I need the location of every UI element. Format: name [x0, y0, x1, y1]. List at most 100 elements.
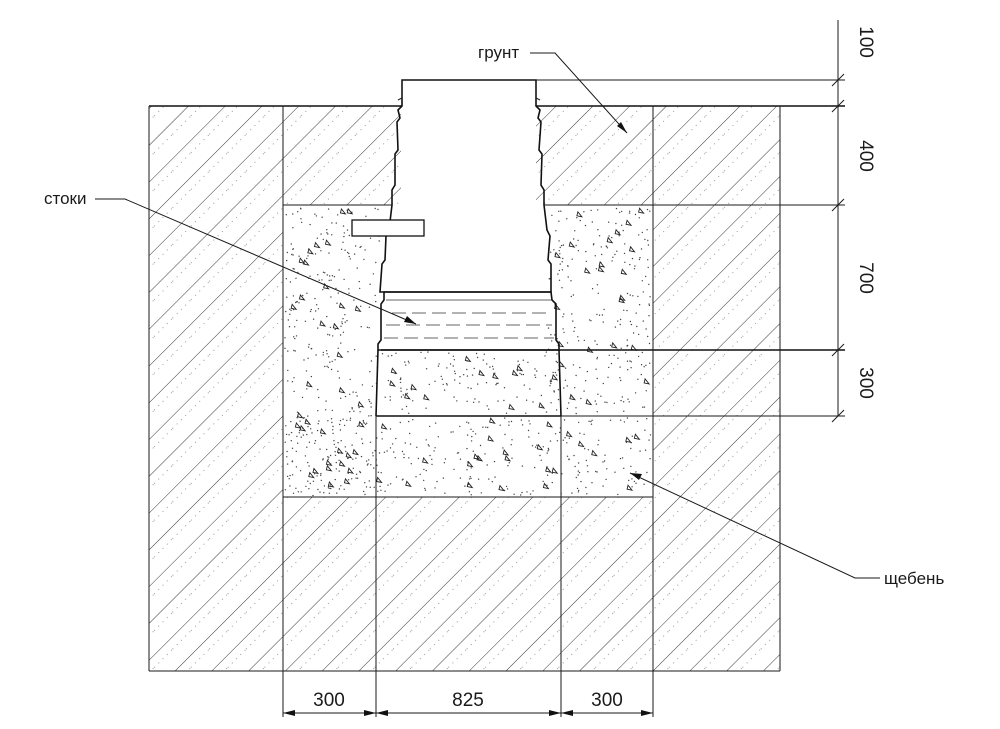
gravel-dot	[556, 440, 559, 442]
gravel-stone	[346, 207, 354, 215]
gravel-dot	[309, 275, 311, 277]
gravel-dot	[511, 457, 513, 459]
gravel-dot	[585, 459, 587, 462]
gravel-dot	[403, 453, 405, 455]
gravel-dot	[374, 207, 376, 210]
gravel-dot	[564, 437, 566, 439]
gravel-dot	[597, 444, 599, 446]
gravel-dot	[601, 253, 603, 256]
gravel-dot	[595, 368, 597, 370]
gravel-dot	[626, 292, 629, 295]
gravel-dot	[470, 494, 472, 496]
gravel-dot	[444, 492, 446, 494]
gravel-stone	[339, 207, 347, 215]
gravel-dot	[315, 354, 317, 356]
gravel-dot	[456, 400, 458, 402]
gravel-dot	[401, 450, 404, 453]
gravel-dot	[322, 289, 324, 291]
gravel-dot	[370, 360, 373, 362]
gravel-dot	[456, 452, 459, 454]
gravel-dot	[381, 353, 384, 355]
gravel-dot	[389, 396, 391, 398]
gravel-dot	[320, 435, 323, 437]
gravel-dot	[334, 451, 336, 453]
gravel-dot	[328, 356, 330, 358]
gravel-dot	[640, 373, 642, 376]
gravel-dot	[380, 472, 382, 474]
gravel-dot	[459, 425, 461, 428]
gravel-dot	[399, 421, 401, 424]
gravel-dot	[412, 419, 414, 421]
gravel-dot	[567, 276, 569, 278]
gravel-dot	[472, 430, 474, 433]
gravel-dot	[523, 384, 525, 386]
gravel-dot	[578, 471, 581, 474]
gravel-stone	[551, 373, 559, 381]
gravel-stone	[633, 433, 641, 440]
gravel-dot	[546, 474, 549, 476]
gravel-dot	[290, 309, 292, 312]
gravel-dot	[292, 213, 294, 215]
gravel-dot	[562, 439, 564, 441]
gravel-dot	[395, 476, 398, 478]
gravel-dot	[329, 454, 332, 457]
gravel-dot	[608, 221, 610, 223]
gravel-dot	[641, 351, 643, 354]
gravel-dot	[366, 326, 369, 328]
gravel-dot	[317, 388, 319, 391]
gravel-dot	[307, 415, 309, 417]
gravel-stone	[502, 449, 510, 456]
gravel-dot	[424, 487, 426, 490]
gravel-dot	[289, 281, 292, 283]
gravel-dot	[337, 292, 339, 294]
gravel-dot	[522, 359, 524, 361]
gravel-dot	[573, 330, 575, 332]
gravel-stone	[404, 392, 411, 400]
gravel-stone	[478, 369, 486, 377]
gravel-dot	[367, 463, 369, 465]
gravel-stone	[626, 484, 634, 491]
gravel-dot	[606, 468, 608, 470]
gravel-dot	[504, 433, 506, 436]
gravel-dot	[505, 412, 508, 414]
gravel-dot	[320, 473, 322, 475]
gravel-dot	[486, 363, 488, 365]
gravel-dot	[332, 432, 334, 435]
gravel-dot	[326, 365, 328, 367]
gravel-dot	[532, 490, 534, 492]
gravel-dot	[359, 411, 361, 413]
gravel-dot	[352, 467, 354, 469]
gravel-dot	[634, 265, 636, 267]
gravel-dot	[556, 338, 558, 340]
gravel-dot	[337, 214, 339, 216]
gravel-dot	[615, 222, 617, 225]
gravel-dot	[553, 391, 555, 393]
gravel-dot	[334, 478, 336, 481]
gravel-stone	[576, 210, 584, 218]
gravel-dot	[299, 420, 301, 422]
gravel-dot	[570, 295, 572, 298]
gravel-dot	[459, 458, 462, 460]
gravel-dot	[596, 356, 599, 359]
gravel-dot	[284, 489, 287, 491]
gravel-dot	[387, 484, 389, 486]
gravel-dot	[508, 421, 510, 423]
gravel-dot	[623, 421, 626, 423]
gravel-dot	[337, 442, 339, 444]
gravel-dot	[468, 478, 471, 480]
gravel-dot	[583, 390, 585, 392]
gravel-dot	[629, 360, 631, 362]
gravel-dot	[618, 235, 620, 237]
gravel-stone	[319, 427, 327, 435]
gravel-dot	[327, 458, 329, 460]
gravel-dot	[574, 230, 576, 232]
gravel-dot	[442, 477, 445, 479]
gravel-dot	[527, 429, 530, 432]
gravel-dot	[474, 398, 476, 400]
gravel-dot	[617, 493, 619, 496]
gravel-dot	[354, 245, 357, 247]
gravel-dot	[647, 239, 649, 242]
gravel-dot	[412, 400, 414, 402]
gravel-dot	[355, 432, 357, 434]
gravel-dot	[612, 256, 614, 258]
